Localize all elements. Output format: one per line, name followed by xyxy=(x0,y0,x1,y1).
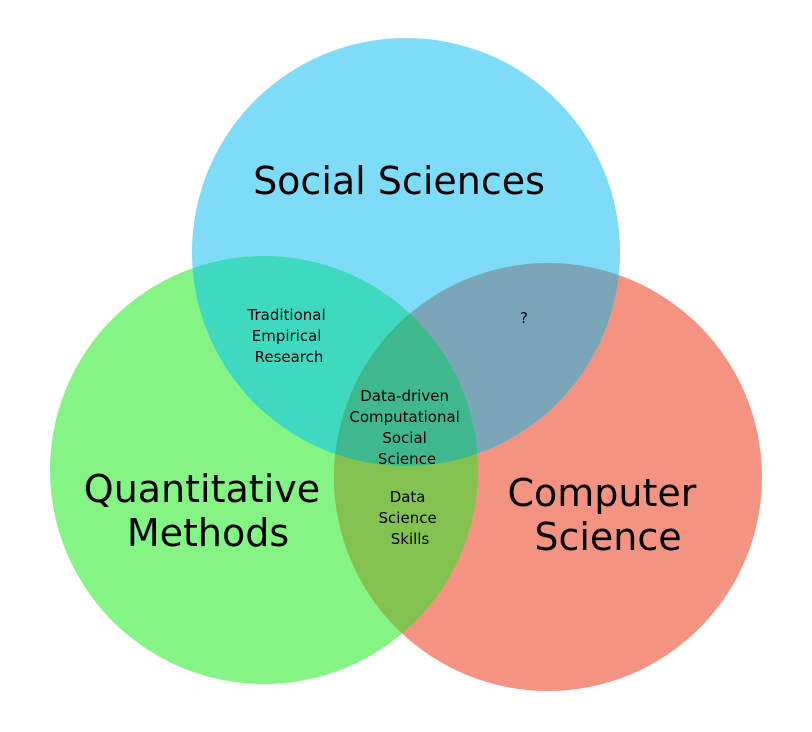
label-unknown-question: ? xyxy=(520,309,528,327)
label-traditional-empirical-research: Traditional Empirical Research xyxy=(247,306,331,366)
label-computer-science: Computer Science xyxy=(508,471,709,559)
label-data-driven-css: Data-driven Computational Social Science xyxy=(349,387,464,468)
label-social-sciences: Social Sciences xyxy=(253,159,545,203)
label-quantitative-methods: Quantitative Methods xyxy=(84,467,332,555)
label-data-science-skills: Data Science Skills xyxy=(379,488,442,548)
overlap-all-three xyxy=(334,263,478,466)
